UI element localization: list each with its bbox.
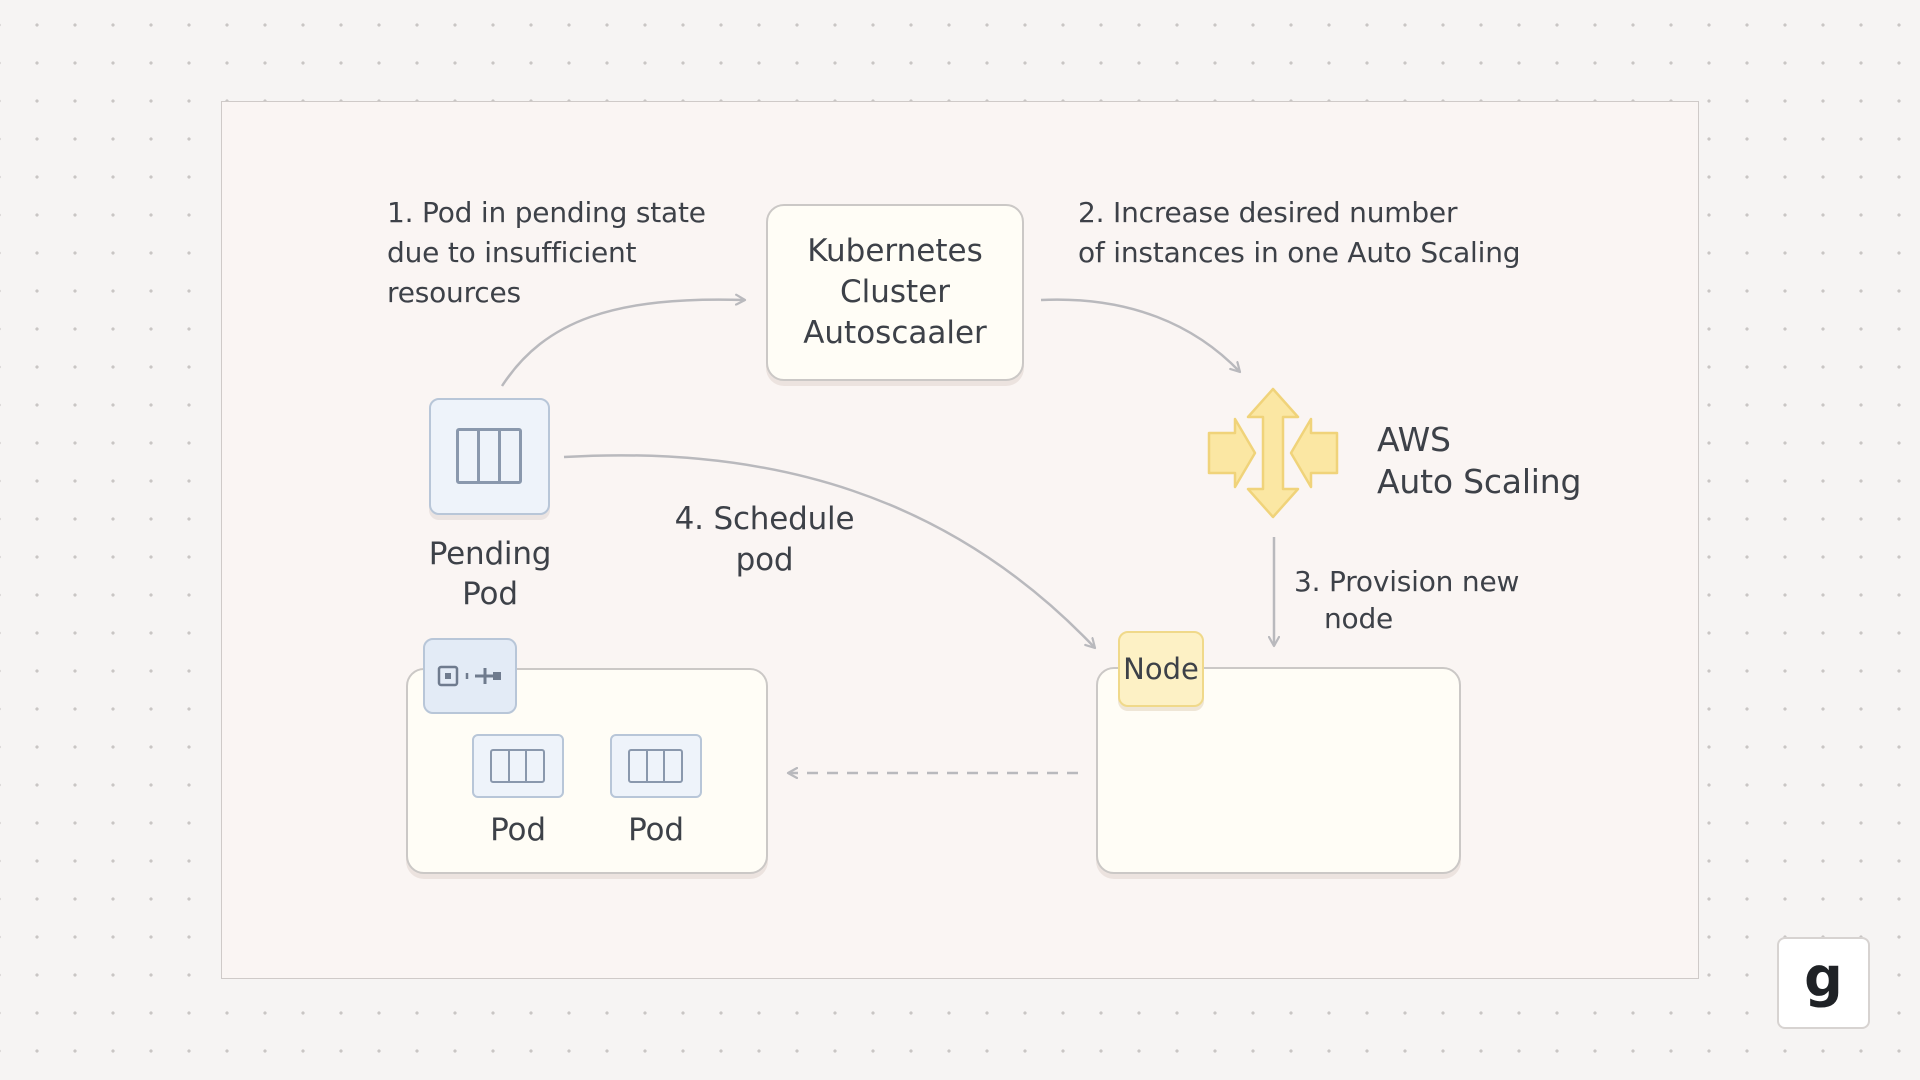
cluster-node-icon	[437, 665, 501, 687]
pod-icon	[610, 734, 702, 798]
step3-line: node	[1324, 602, 1394, 635]
aws-label-line: Auto Scaling	[1377, 462, 1582, 501]
step4-line: pod	[735, 542, 794, 578]
step1-line: due to insufficient	[387, 236, 637, 269]
step3-line: 3. Provision new	[1294, 565, 1520, 598]
aws-label-line: AWS	[1377, 420, 1451, 459]
step4-line: 4. Schedule	[674, 501, 855, 537]
step1-line: 1. Pod in pending state	[387, 196, 706, 229]
step2-label: 2. Increase desired number of instances …	[1078, 193, 1521, 273]
pending-pod-icon-box	[429, 398, 550, 515]
pending-pod-label-line: Pod	[462, 576, 518, 612]
pending-pod-label-line: Pending	[428, 536, 552, 572]
node-chip: Node	[1118, 631, 1204, 707]
pod-label: Pod	[490, 812, 546, 848]
step2-line: of instances in one Auto Scaling	[1078, 236, 1521, 269]
pending-pod-label: Pending Pod	[420, 534, 560, 614]
brand-logo: g	[1777, 937, 1870, 1029]
step4-label: 4. Schedule pod	[672, 499, 857, 581]
pod-icon	[456, 428, 522, 484]
cluster-autoscaler-box: Kubernetes Cluster Autoscaaler	[766, 204, 1024, 381]
pod-icon	[472, 734, 564, 798]
auto-scaling-arrows-icon	[1207, 387, 1339, 519]
existing-node-box: Pod Pod	[406, 668, 768, 874]
step1-line: resources	[387, 276, 521, 309]
cluster-node-chip	[423, 638, 517, 714]
pod-label: Pod	[628, 812, 684, 848]
cluster-autoscaler-title: Kubernetes Cluster Autoscaaler	[803, 233, 987, 351]
aws-auto-scaling-label: AWS Auto Scaling	[1377, 419, 1581, 503]
step2-line: 2. Increase desired number	[1078, 196, 1458, 229]
step3-label: 3. Provision new node	[1294, 563, 1519, 637]
step1-label: 1. Pod in pending state due to insuffici…	[387, 193, 706, 313]
